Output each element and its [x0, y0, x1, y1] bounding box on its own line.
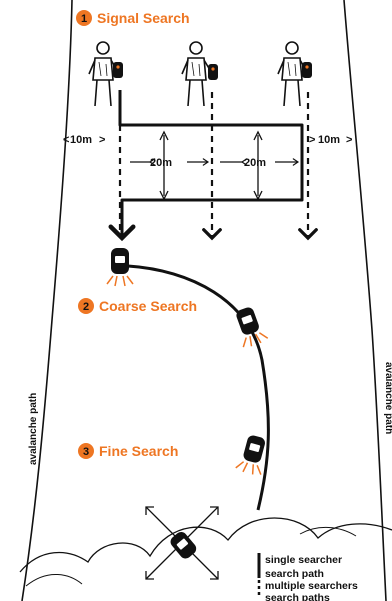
step-3-header: 3 Fine Search: [78, 443, 178, 459]
step-2-header: 2 Coarse Search: [78, 298, 197, 314]
searcher-figure-left: [88, 41, 118, 107]
legend-multiple-line2: search paths: [265, 592, 330, 601]
transceiver-icon-right: [302, 62, 312, 78]
svg-text:<: <: [63, 134, 69, 146]
snow-detail-2: [299, 527, 357, 537]
snow-detail-1: [25, 573, 83, 587]
snow-debris-outline: [19, 517, 392, 573]
step-1-label: Signal Search: [97, 10, 190, 26]
dimension-right-margin-label: 10m: [318, 134, 340, 146]
transceiver-icon-left: [113, 62, 123, 78]
step-2-badge: [78, 298, 94, 314]
step-1-number: 1: [81, 13, 87, 25]
legend-multiple-line1: multiple searchers: [265, 580, 358, 592]
coarse-search-arc: [127, 264, 270, 511]
dimension-left-margin-label: 10m: [70, 134, 92, 146]
right-slope-label: avalanche path: [383, 362, 392, 434]
step-2-number: 2: [83, 301, 89, 313]
left-slope-label: avalanche path: [28, 393, 39, 465]
dimension-right-margin: > 10m >: [309, 134, 352, 146]
step-2-label: Coarse Search: [99, 298, 197, 314]
searcher-figure-middle: [181, 41, 211, 107]
step-3-badge: [78, 443, 94, 459]
step-3-label: Fine Search: [99, 443, 178, 459]
transceiver-icon-middle: [208, 64, 218, 80]
transceiver-icon-coarse-1: [106, 248, 134, 287]
dimension-spacing-left-label: 20m: [150, 157, 172, 169]
step-1-badge: [76, 10, 92, 26]
transceiver-icon-fine: [170, 531, 197, 559]
legend: single searcher search path multiple sea…: [257, 553, 358, 601]
searcher-figure-right: [277, 41, 307, 107]
legend-single-line1: single searcher: [265, 554, 342, 566]
left-slope-edge: [21, 0, 73, 601]
legend-single-line2: search path: [265, 568, 324, 580]
dimension-left-margin: < 10m >: [63, 134, 105, 146]
svg-text:>: >: [309, 134, 315, 146]
step-3-number: 3: [83, 446, 89, 458]
svg-text:>: >: [99, 134, 105, 146]
dimension-spacing-right-label: 20m: [244, 157, 266, 169]
transceiver-icon-coarse-3: [235, 435, 265, 475]
svg-text:>: >: [346, 134, 352, 146]
step-1-header: 1 Signal Search: [76, 10, 190, 26]
right-slope-edge: [343, 0, 387, 601]
transceiver-icon-coarse-2: [236, 307, 269, 348]
